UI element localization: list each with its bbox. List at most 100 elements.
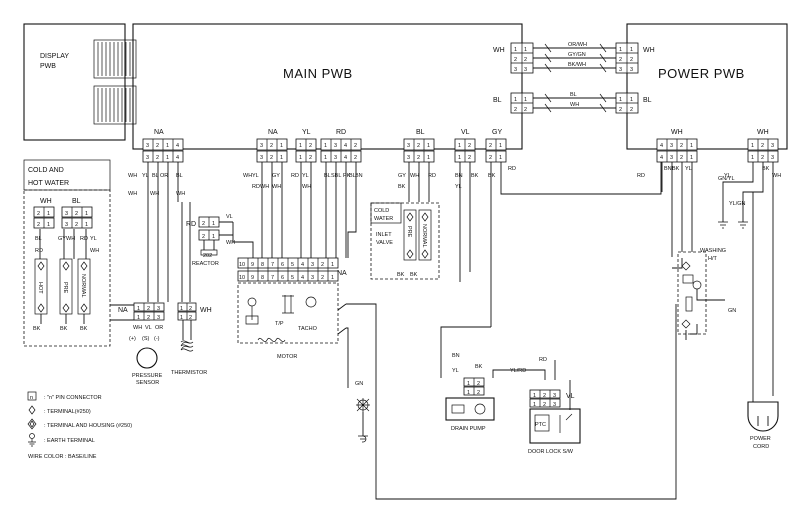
wh-top-left-label: WH (493, 47, 505, 54)
cold-hot-bl: BL (72, 198, 81, 205)
pressure-sensor-label-2: SENSOR (136, 380, 159, 386)
svg-text:1: 1 (427, 143, 430, 149)
svg-text:1: 1 (514, 97, 517, 103)
svg-text:1: 1 (324, 143, 327, 149)
svg-text:RD: RD (80, 236, 88, 242)
svg-text:1: 1 (458, 155, 461, 161)
svg-text:BK: BK (488, 173, 496, 179)
svg-text:3: 3 (670, 155, 673, 161)
earth-gn: GN (337, 303, 677, 500)
svg-text:BK: BK (60, 326, 68, 332)
inlet-valve-label-2: VALVE (376, 240, 393, 246)
svg-text:BK: BK (672, 166, 680, 172)
svg-text:1: 1 (85, 222, 88, 228)
svg-text:BL: BL (349, 173, 356, 179)
wh-thermistor-label: WH (200, 307, 212, 314)
svg-text:YL/GN: YL/GN (729, 201, 746, 207)
svg-text:YL: YL (142, 173, 149, 179)
svg-text:2: 2 (489, 155, 492, 161)
svg-text:3: 3 (146, 155, 149, 161)
inlet-valve-label-1: INLET (376, 232, 392, 238)
svg-text:WH: WH (226, 240, 235, 246)
svg-text:1: 1 (499, 155, 502, 161)
cold-water-t2: NORMAL (421, 224, 427, 248)
svg-text:1: 1 (180, 315, 183, 321)
svg-text:2: 2 (524, 57, 527, 63)
svg-text:1: 1 (166, 155, 169, 161)
svg-text:YL: YL (685, 166, 692, 172)
svg-text:BK: BK (762, 166, 770, 172)
top-wire-2: GY/GN (568, 52, 586, 58)
svg-text:3: 3 (553, 402, 556, 408)
svg-text:BN: BN (455, 173, 463, 179)
svg-text:1: 1 (137, 306, 140, 312)
svg-text:1: 1 (324, 155, 327, 161)
svg-text:BL: BL (35, 236, 42, 242)
cold-water-valve: GY WH RD BK COLD WATER INLET VALVE PRE N… (370, 162, 440, 280)
cold-water-title2: WATER (374, 216, 393, 222)
na-mid-label: NA (268, 129, 278, 136)
svg-text:BK: BK (471, 173, 479, 179)
cold-hot-t2: PRE (62, 282, 68, 294)
svg-text:3: 3 (334, 155, 337, 161)
svg-text:2: 2 (321, 275, 324, 281)
svg-text:1: 1 (524, 97, 527, 103)
drain-pump-label: DRAIN PUMP (451, 426, 486, 432)
svg-text:4: 4 (301, 262, 304, 268)
svg-text:1: 1 (166, 143, 169, 149)
na-motor-label: NA (337, 270, 347, 277)
svg-text:3: 3 (630, 67, 633, 73)
svg-text:OR: OR (155, 325, 163, 331)
svg-text:BN: BN (664, 166, 672, 172)
svg-text:VL: VL (145, 325, 152, 331)
svg-text:3: 3 (311, 275, 314, 281)
svg-text:3: 3 (157, 315, 160, 321)
svg-text:5: 5 (291, 262, 294, 268)
svg-text:6: 6 (281, 275, 284, 281)
svg-text:WH: WH (90, 248, 99, 254)
svg-text:1: 1 (47, 211, 50, 217)
svg-text:RD: RD (539, 357, 547, 363)
bl-top-left-label: BL (493, 97, 502, 104)
svg-text:BN: BN (355, 173, 363, 179)
svg-text:2: 2 (761, 155, 764, 161)
tp-label: T/P (275, 321, 284, 327)
svg-text:RD: RD (508, 166, 516, 172)
display-ribbon (93, 39, 137, 125)
svg-text:1: 1 (690, 155, 693, 161)
svg-text:BL: BL (176, 173, 183, 179)
svg-text:3: 3 (407, 143, 410, 149)
svg-text:2: 2 (630, 107, 633, 113)
svg-text:3: 3 (771, 143, 774, 149)
svg-text:2: 2 (543, 393, 546, 399)
svg-text:2: 2 (147, 306, 150, 312)
svg-text:4: 4 (176, 155, 179, 161)
earth-icon (358, 435, 368, 443)
svg-text:3: 3 (553, 393, 556, 399)
svg-text:3: 3 (260, 143, 263, 149)
power-pwb-label: POWER PWB (658, 66, 745, 81)
svg-text:1: 1 (690, 143, 693, 149)
svg-text:BK: BK (398, 184, 406, 190)
svg-text:BK: BK (397, 272, 405, 278)
svg-text:2: 2 (270, 155, 273, 161)
svg-text:4: 4 (660, 155, 663, 161)
svg-text:1: 1 (331, 262, 334, 268)
svg-text:YL: YL (452, 368, 459, 374)
svg-text:1: 1 (533, 393, 536, 399)
svg-text:2: 2 (468, 143, 471, 149)
svg-text:2: 2 (189, 315, 192, 321)
power-cord-label-1: POWER (750, 436, 771, 442)
cold-hot-wh: WH (40, 198, 52, 205)
na-left-label: NA (154, 129, 164, 136)
svg-text:1: 1 (299, 155, 302, 161)
cold-hot-t3: NORMAL (80, 274, 86, 298)
display-pwb-label-1: DISPLAY (40, 53, 69, 60)
svg-text:2: 2 (37, 222, 40, 228)
reactor-label: REACTOR (192, 261, 219, 267)
